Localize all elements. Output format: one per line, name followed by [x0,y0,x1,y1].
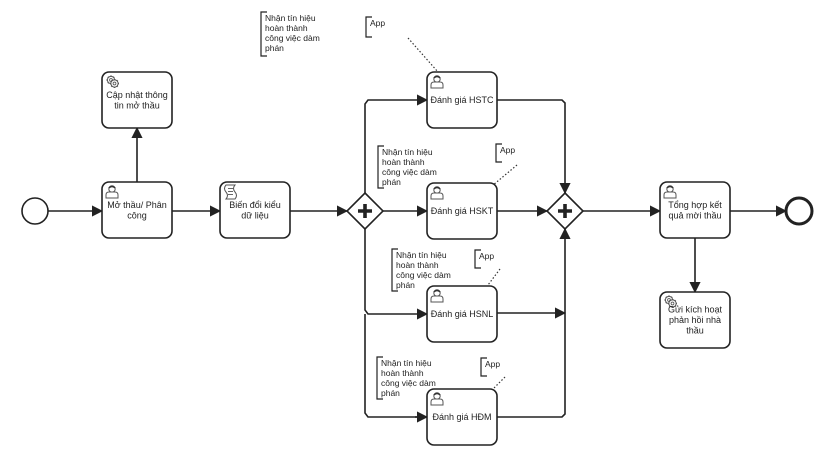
task-hstc[interactable]: Đánh giá HSTC [426,71,498,129]
annotation-bracket [391,248,398,292]
task-label: Tổng hợp kết [668,200,722,210]
annotation-text: hoàn thành [265,23,308,33]
task-label: Mở thầu/ Phân [107,200,166,210]
task-hsnl[interactable]: Đánh giá HSNL [426,285,498,343]
task-label: phản hồi nhà [669,315,721,325]
annotation-text: phán [265,43,284,53]
script-icon [224,184,237,200]
sequence-flow-g_split-to-t_hsnl[interactable] [364,229,429,320]
plus-icon [558,204,572,218]
gear-icon [106,75,119,88]
plus-icon [358,204,372,218]
annotation-text: Nhận tín hiệu [381,358,432,368]
task-label: thầu [686,326,704,336]
annotation-bracket [377,145,384,189]
task-label: Đánh giá HĐM [432,412,491,422]
task-label: dữ liệu [241,210,269,220]
annotation-bracket [495,143,502,163]
association-a_app_3-to-t_hsnl [484,268,501,290]
task-label: Gửi kích hoạt [668,305,723,315]
sequence-flow-g_split-to-t_hstc[interactable] [364,94,429,193]
task-box [426,285,498,343]
annotation-text: Nhận tín hiệu [396,250,447,260]
annotation-app[interactable]: App [480,357,500,377]
user-icon [430,392,444,406]
annotation-text: Nhận tín hiệu [382,147,433,157]
annotation-app[interactable]: App [365,16,385,38]
task-label: quả mời thầu [669,210,722,220]
annotation-text: hoàn thành [396,260,439,270]
annotation-text: phán [382,177,401,187]
task-label: Biến đổi kiểu [229,200,281,210]
user-icon [430,289,444,303]
sequence-flow-t_hstc-to-g_join[interactable] [497,99,571,195]
annotation-bracket [474,249,481,269]
task-box [219,181,291,239]
annotation-app[interactable]: App [474,249,494,269]
annotation-text: hoàn thành [381,368,424,378]
task-box [101,181,173,239]
annotation-text: App [485,359,500,369]
task-box [659,181,731,239]
task-box [426,388,498,446]
start-event[interactable] [21,197,49,225]
sequence-flows [48,94,788,423]
parallel-gateway-join[interactable] [545,191,585,231]
user-icon [430,186,444,200]
annotation-bracket [260,11,267,57]
sequence-flow-t_hdm-to-g_join[interactable] [497,227,571,418]
annotation-text: App [370,18,385,28]
sequence-flow-g_split-to-t_hdm[interactable] [364,314,427,418]
annotation-text: phán [396,280,415,290]
task-label: Đánh giá HSTC [430,95,494,105]
task-label: Đánh giá HSKT [431,206,494,216]
annotation-text: công việc dàm [382,167,437,177]
annotation-bracket [376,356,383,400]
user-icon [105,185,119,199]
task-box [426,71,498,129]
user-icon [663,185,677,199]
task-label: Đánh giá HSNL [431,309,494,319]
association-a_app_1-to-t_hstc [407,37,439,73]
task-label: Cập nhật thông [106,90,168,100]
task-label: công [127,210,147,220]
parallel-gateway-split[interactable] [345,191,385,231]
end-event[interactable] [784,196,814,226]
task-box [659,291,731,349]
task-box [426,182,498,240]
annotation-text: công việc dàm [381,378,436,388]
annotation-text: App [500,145,515,155]
task-box [101,71,173,129]
annotation-bracket [480,357,487,377]
annotation-text: App [479,251,494,261]
task-label: tin mở thầu [114,100,159,110]
annotation-text: công việc dàm [265,33,320,43]
user-icon [430,75,444,89]
annotation-text: công việc dàm [396,270,451,280]
annotation-bracket [365,16,372,38]
association-a_app_2-to-t_hskt [491,164,518,187]
task-hskt[interactable]: Đánh giá HSKT [426,182,498,240]
annotation-text: phán [381,388,400,398]
annotation-app[interactable]: App [495,143,515,163]
annotation-text: hoàn thành [382,157,425,167]
annotation-text: Nhận tín hiệu [265,13,316,23]
task-hdm[interactable]: Đánh giá HĐM [426,388,498,446]
gear-icon [664,295,677,308]
